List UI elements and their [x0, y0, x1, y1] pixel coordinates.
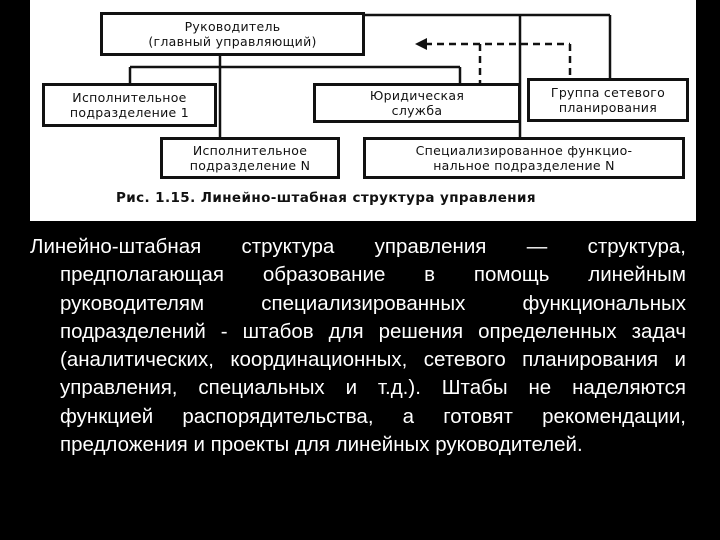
figure-caption: Рис. 1.15. Линейно-штабная структура упр… [116, 190, 536, 206]
node-legal: Юридическая служба [313, 83, 521, 123]
arrow-head-icon [415, 38, 427, 50]
node-head: Руководитель (главный управляющий) [100, 12, 365, 56]
description-paragraph: Линейно-штабная структура управления — с… [30, 233, 686, 459]
node-execN: Исполнительное подразделение N [160, 137, 340, 179]
connector-lines [128, 13, 612, 137]
org-chart-figure: Руководитель (главный управляющий) Испол… [30, 0, 696, 221]
node-exec1: Исполнительное подразделение 1 [42, 83, 217, 127]
node-special: Специализированное функцио- нальное подр… [363, 137, 685, 179]
description-text: Линейно-штабная структура управления — с… [30, 235, 686, 457]
node-network-group: Группа сетевого планирования [527, 78, 689, 122]
